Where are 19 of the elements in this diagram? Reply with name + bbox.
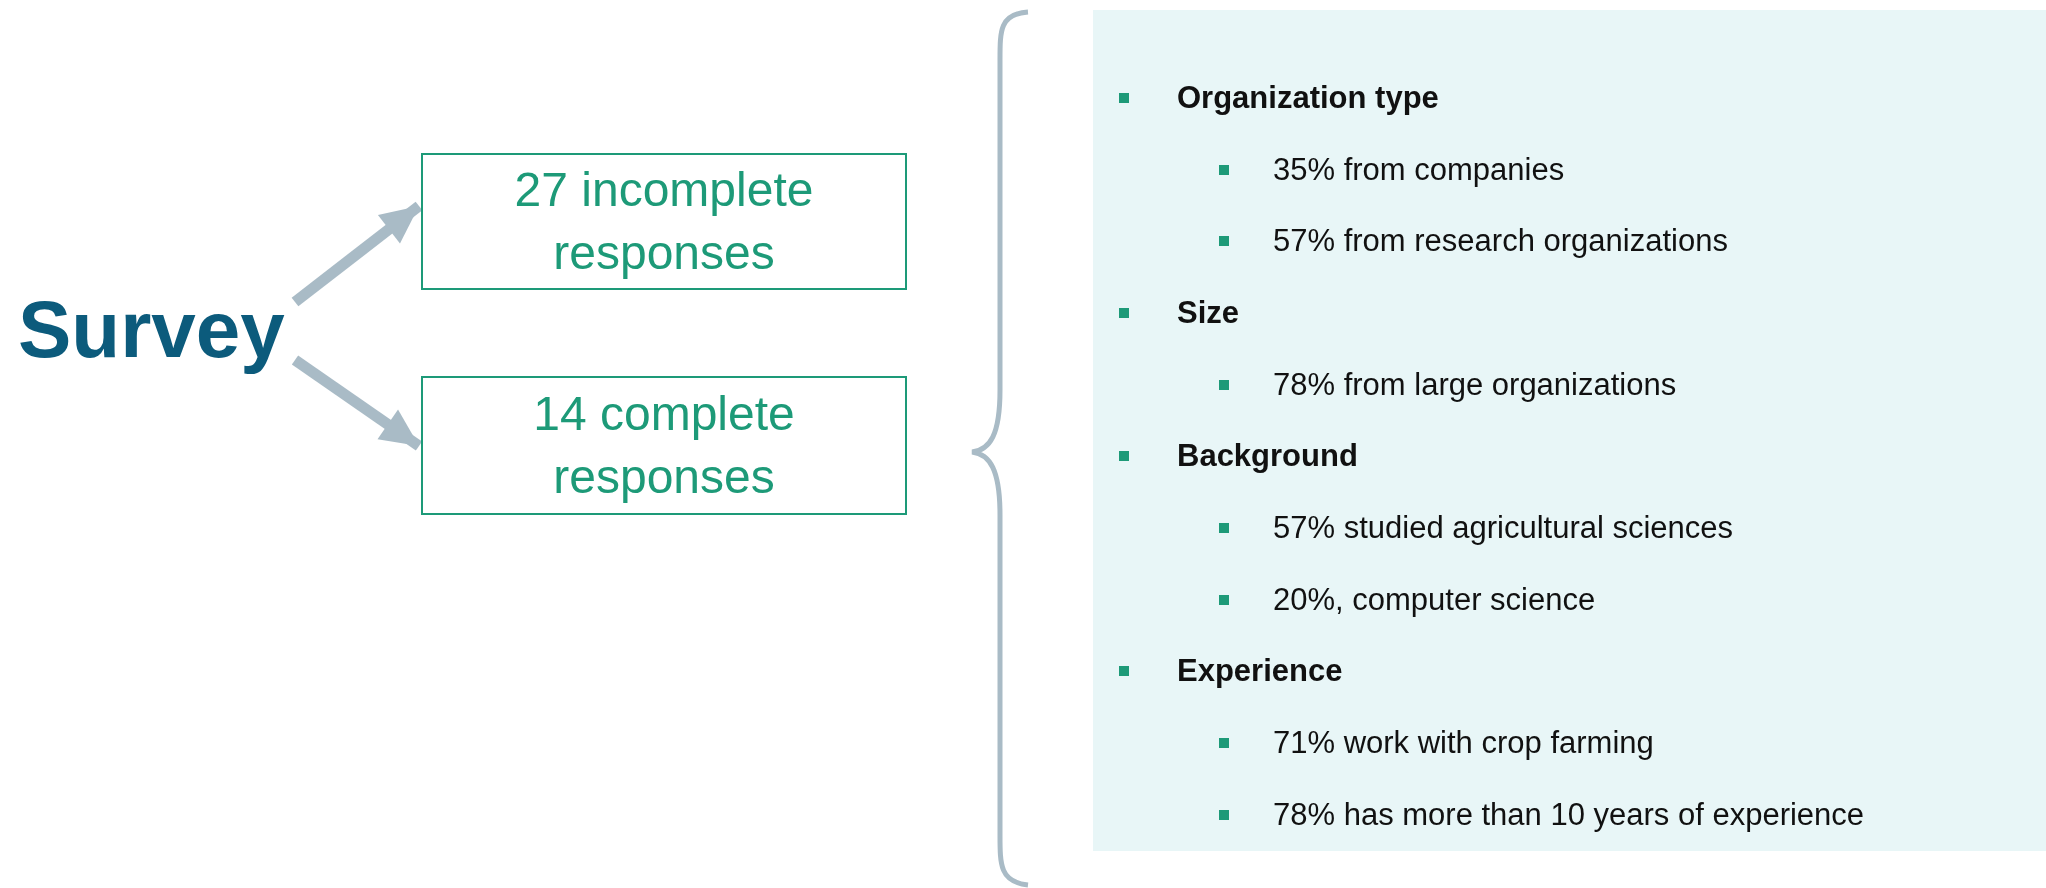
response-box <box>421 376 907 515</box>
bullet-item: 78% has more than 10 years of experience <box>1273 796 1865 833</box>
arrow <box>291 201 423 307</box>
bullet-heading: Size <box>1177 294 1240 331</box>
bullet-item: 78% from large organizations <box>1273 366 1677 403</box>
bullet-item: 71% work with crop farming <box>1273 725 1654 762</box>
response-box <box>421 153 907 290</box>
bullet-heading: Experience <box>1177 653 1343 690</box>
bullet-heading: Organization type <box>1177 79 1439 116</box>
bullet-item: 35% from companies <box>1273 151 1565 188</box>
bullet-item: 57% from research organizations <box>1273 223 1728 260</box>
survey-title: Survey <box>17 284 285 376</box>
bullet-item: 20%, computer science <box>1273 581 1596 618</box>
response-count: 14 complete responses <box>532 386 796 505</box>
arrow <box>291 355 423 451</box>
summary-panel <box>1093 10 2046 851</box>
bullet-heading: Background <box>1177 438 1358 475</box>
response-count: 27 incomplete responses <box>513 162 815 281</box>
bullet-item: 57% studied agricultural sciences <box>1273 509 1734 546</box>
